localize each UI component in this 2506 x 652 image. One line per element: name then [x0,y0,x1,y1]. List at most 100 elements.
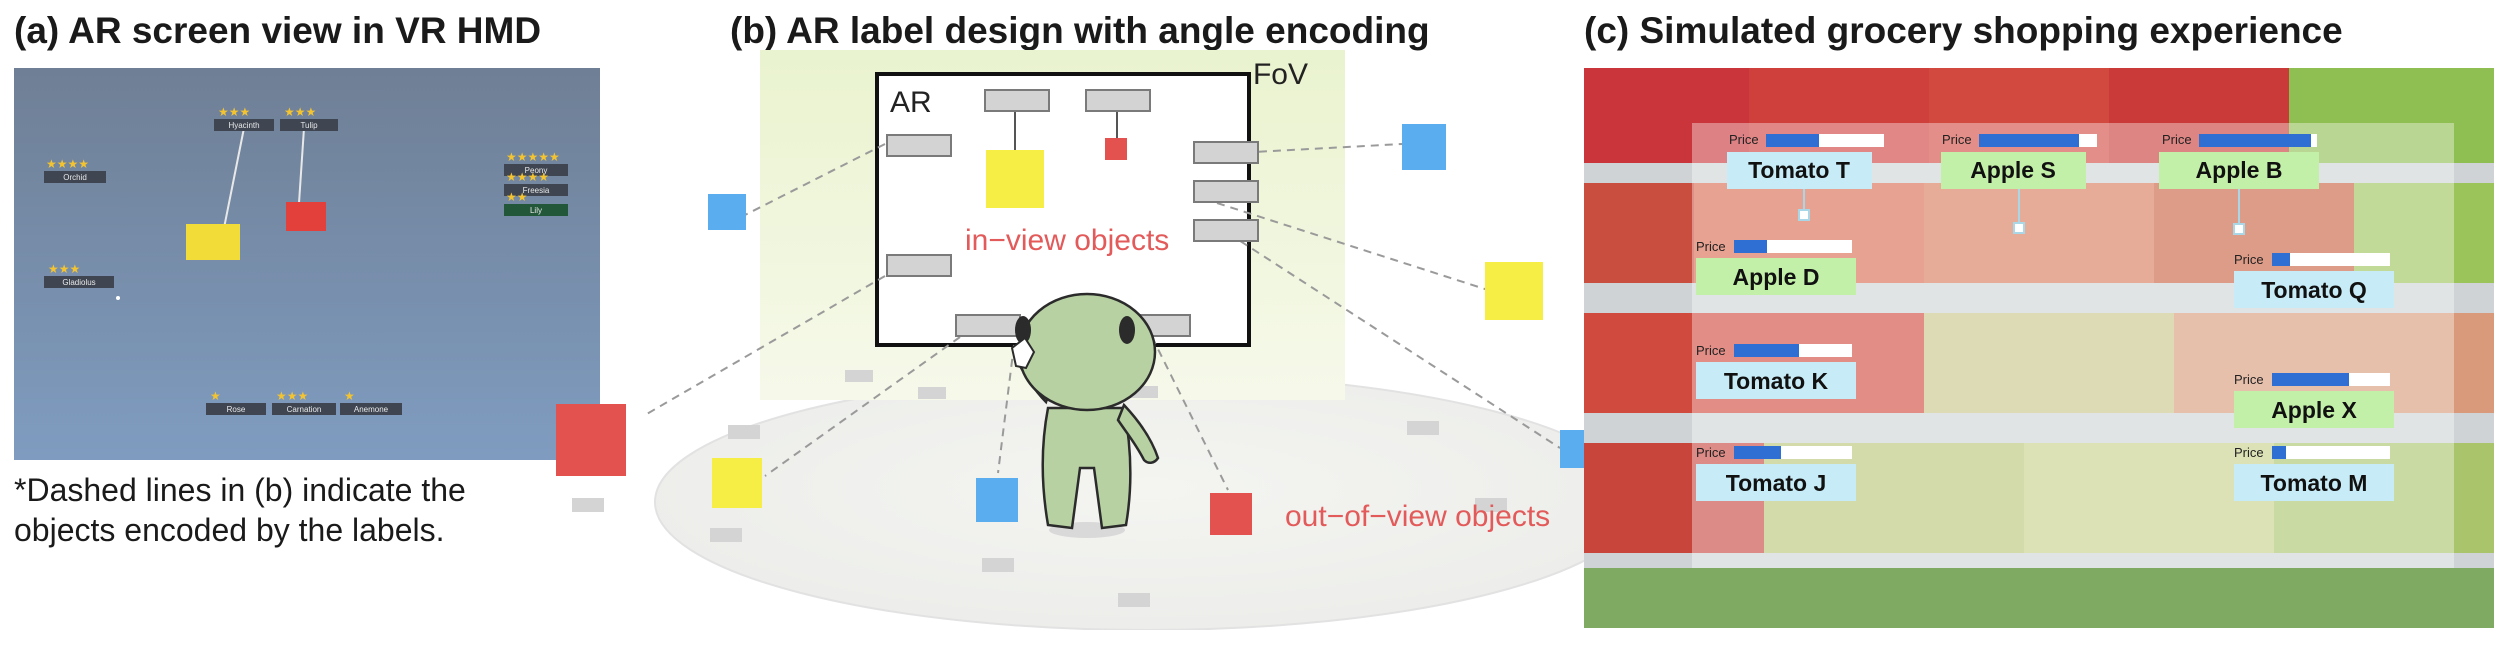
grocery-label-tomato-m[interactable]: Price Tomato M [2234,445,2394,501]
apple-bin [2289,68,2494,163]
out-of-view-blue-object [976,478,1018,522]
vr-label-stars: ★ [344,389,355,403]
vr-label-tulip: ★★★ Tulip [280,105,338,131]
item-name: Apple B [2196,157,2283,183]
ground-shadow [1118,593,1150,607]
vr-label-stars: ★★★ [218,105,250,119]
label-connector [298,127,305,204]
label-anchor [2013,222,2025,234]
ar-label-box [1193,141,1259,164]
vr-label-stars: ★★★ [48,262,80,276]
apple-bin [1924,313,2174,413]
out-of-view-yellow-object [712,458,762,508]
item-name: Tomato J [1726,470,1827,496]
label-anchor [2233,223,2245,235]
encoding-line [764,336,961,477]
out-of-view-objects-label: out−of−view objects [1285,500,1550,533]
tomato-bin [1584,183,1694,283]
angle-encoding-diagram: FoV AR [556,50,1640,630]
ar-label-box [886,134,952,157]
out-of-view-blue-object [708,194,746,230]
vr-label-name: Freesia [523,186,550,195]
item-name-box [1696,362,1856,399]
dashed-lines-note: *Dashed lines in (b) indicate the object… [14,472,466,548]
ground-shadow [1407,421,1439,435]
tomato-bin [1584,68,1749,163]
grocery-label-tomato-k[interactable]: Price Tomato K [1696,343,1856,399]
ground-shadow [728,425,760,439]
apple-bin [1924,183,2154,283]
price-text: Price [1696,445,1726,460]
price-bar-fill [2272,446,2286,459]
price-text: Price [1696,239,1726,254]
ar-label-box [886,254,952,277]
apple-bin [2154,183,2354,283]
item-name: Tomato M [2261,470,2368,496]
vr-label-lily: ★★ Lily [504,190,568,216]
ground-shadow [572,498,604,512]
vr-label-freesia: ★★★★ Freesia [504,170,568,196]
encoding-line [1216,225,1561,449]
viewer-creature [1010,292,1160,538]
ground-shadow [918,387,946,399]
panel-b-title: (b) AR label design with angle encoding [730,10,1430,51]
vr-background [14,68,600,460]
vr-label-name: Carnation [287,405,322,414]
ground-shadow [1475,498,1507,512]
grocery-label-tomato-q[interactable]: Price Tomato Q [2234,252,2394,308]
tomato-bin [2109,68,2289,163]
ar-label-box [1193,180,1259,203]
apple-bin [2354,183,2494,283]
out-of-view-blue-object [1402,124,1446,170]
vr-label-name: Rose [227,405,246,414]
ar-label-box [1193,219,1259,242]
vr-label-hyacinth: ★★★ Hyacinth [214,105,274,131]
vr-label-carnation: ★★★ Carnation [272,389,336,415]
grocery-label-tomato-t[interactable]: Price Tomato T [1727,132,1884,189]
price-bar-fill [2199,134,2311,147]
out-of-view-yellow-object [1485,262,1543,320]
in-view-yellow-object [986,150,1044,208]
tomato-bin [1749,68,1929,163]
price-bar-fill [1766,134,1819,147]
encoding-line [1216,202,1489,291]
vr-label-name: Tulip [300,121,318,130]
vr-label-peony: ★★★★★ Peony [504,150,568,176]
vr-label-orchid: ★★★★ Orchid [44,157,106,183]
apple-bin [2024,443,2274,553]
vr-label-anemone: ★ Anemone [340,389,402,415]
vr-label-stars: ★★★★ [46,157,89,171]
price-bar-fill [1734,344,1799,357]
price-text: Price [1696,343,1726,358]
item-name: Tomato T [1748,157,1850,183]
grocery-label-apple-x[interactable]: Price Apple X [2234,372,2394,428]
price-bar-track [2272,446,2390,459]
price-bar-fill [2272,373,2349,386]
grocery-label-apple-s[interactable]: Price Apple S [1941,132,2097,189]
item-name: Apple X [2271,397,2357,423]
item-name-box [2159,152,2319,189]
grocery-label-apple-b[interactable]: Price Apple B [2159,132,2319,189]
ar-label-box [984,89,1050,112]
vr-label-stars: ★★ [506,190,528,204]
price-bar-fill [1979,134,2079,147]
grocery-label-apple-d[interactable]: Price Apple D [1696,239,1856,295]
price-text: Price [2162,132,2192,147]
vr-label-stars: ★★★★ [506,170,549,184]
item-name-box [2234,464,2394,501]
vr-screen-view: ★★★★ Orchid ★★★ Gladiolus ★★★ Hyacinth ★… [14,68,600,460]
grocery-label-tomato-j[interactable]: Price Tomato J [1696,445,1856,501]
item-name-box [1696,258,1856,295]
grocery-scene: Price Tomato T Price Apple S Price Apple… [1584,68,2494,628]
item-name: Apple D [1733,264,1820,290]
vr-label-name: Gladiolus [62,278,95,287]
ar-label-box [955,314,1021,337]
price-text: Price [2234,372,2264,387]
panel-a-title: (a) AR screen view in VR HMD [14,10,542,51]
item-name-box [2234,391,2394,428]
vr-label-name: Orchid [63,173,87,182]
ground-shadow [982,558,1014,572]
item-name: Tomato K [1724,368,1829,394]
ground-shadow [845,370,873,382]
item-name-box [1696,464,1856,501]
